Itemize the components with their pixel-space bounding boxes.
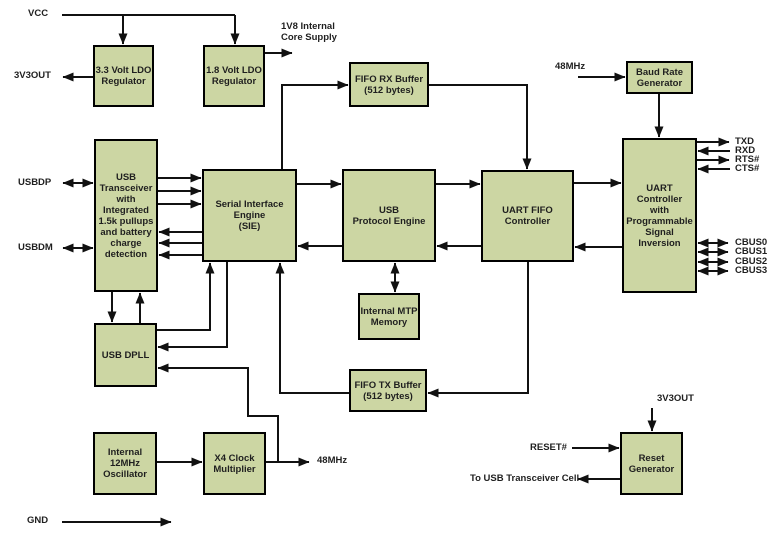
block-label: 3.3 Volt LDO Regulator	[95, 65, 152, 87]
block-label: UART FIFO Controller	[502, 205, 553, 227]
block-label: Internal 12MHz Oscillator	[103, 447, 147, 480]
block-label: Serial Interface Engine (SIE)	[215, 199, 284, 232]
signal-48mhz-bottom: 48MHz	[317, 455, 348, 466]
signal-cbus3: CBUS3	[735, 265, 768, 276]
block-usb-transceiver: USB Transceiver with Integrated 1.5k pul…	[94, 139, 158, 292]
signal-cbus2: CBUS2	[735, 256, 768, 267]
block-usb-protocol-engine: USB Protocol Engine	[342, 169, 436, 262]
block-1v8-ldo-regulator: 1.8 Volt LDO Regulator	[203, 45, 265, 107]
block-label: USB Transceiver with Integrated 1.5k pul…	[98, 171, 154, 260]
block-label: USB DPLL	[101, 349, 150, 361]
signal-reset: RESET#	[530, 442, 567, 453]
signal-cbus1: CBUS1	[735, 246, 768, 257]
block-3v3-ldo-regulator: 3.3 Volt LDO Regulator	[93, 45, 154, 107]
signal-cts: CTS#	[735, 163, 760, 174]
block-baud-rate-generator: Baud Rate Generator	[626, 61, 693, 94]
signal-usbdp: USBDP	[18, 177, 52, 188]
block-label: Internal MTP Memory	[360, 305, 418, 328]
signal-3v3out-right: 3V3OUT	[657, 393, 694, 404]
block-label: FIFO RX Buffer (512 bytes)	[354, 73, 424, 96]
block-internal-12mhz-oscillator: Internal 12MHz Oscillator	[93, 432, 157, 495]
signal-cbus0: CBUS0	[735, 237, 768, 248]
block-x4-clock-multiplier: X4 Clock Multiplier	[203, 432, 266, 495]
block-reset-generator: Reset Generator	[620, 432, 683, 495]
signal-txd: TXD	[735, 136, 754, 147]
conn-uartfifo-to-fifotx	[427, 262, 529, 398]
conn-sie-to-fiforx	[281, 80, 349, 169]
signal-usbdm: USBDM	[18, 242, 53, 253]
block-label: UART Controller with Programmable Signal…	[626, 182, 693, 249]
block-fifo-rx-buffer: FIFO RX Buffer (512 bytes)	[349, 62, 429, 107]
signal-3v3out-left: 3V3OUT	[14, 70, 51, 81]
signal-48mhz-top: 48MHz	[555, 61, 586, 72]
signal-vcc: VCC	[28, 8, 49, 19]
block-fifo-tx-buffer: FIFO TX Buffer (512 bytes)	[349, 369, 427, 412]
block-uart-fifo-controller: UART FIFO Controller	[481, 170, 574, 262]
conn-sie-to-dpll	[157, 262, 228, 352]
conn-fiforx-to-uartfifo	[429, 84, 532, 170]
conn-dpll-to-sie	[157, 262, 215, 331]
signal-gnd: GND	[27, 515, 49, 526]
block-label: X4 Clock Multiplier	[213, 452, 256, 475]
conn-fifotx-to-sie	[275, 262, 349, 394]
block-label: Baud Rate Generator	[636, 66, 683, 89]
block-label: USB Protocol Engine	[352, 204, 426, 227]
block-label: 1.8 Volt LDO Regulator	[206, 65, 262, 87]
block-internal-mtp-memory: Internal MTP Memory	[358, 293, 420, 340]
block-label: FIFO TX Buffer (512 bytes)	[354, 379, 422, 402]
block-label: Reset Generator	[628, 452, 675, 475]
block-usb-dpll: USB DPLL	[94, 323, 157, 387]
signal-rts: RTS#	[735, 154, 760, 165]
conn-48mhz-to-dpll	[157, 363, 279, 461]
signal-rxd: RXD	[735, 145, 756, 156]
block-uart-controller: UART Controller with Programmable Signal…	[622, 138, 697, 293]
signal-to-usb-transceiver-cell: To USB Transceiver Cell	[470, 473, 580, 484]
block-serial-interface-engine: Serial Interface Engine (SIE)	[202, 169, 297, 262]
signal-1v8-core-supply: 1V8 Internal Core Supply	[281, 21, 337, 43]
